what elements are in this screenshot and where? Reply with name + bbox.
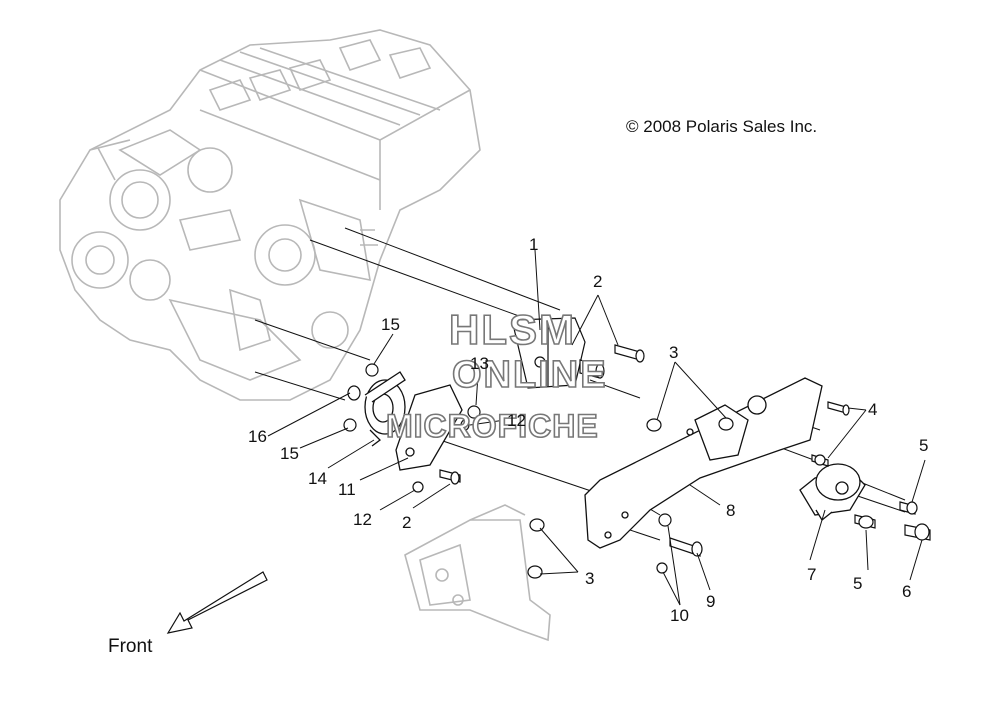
callout-5-bottom: 5	[853, 574, 863, 593]
callout-6: 6	[902, 582, 912, 601]
front-label: Front	[108, 636, 153, 657]
callout-8: 8	[726, 501, 736, 520]
engine-icon	[59, 29, 481, 401]
front-direction-arrow-icon	[166, 571, 268, 634]
callout-5-right: 5	[919, 436, 929, 455]
callout-12-right: 12	[507, 411, 526, 430]
callout-3-lower: 3	[585, 569, 595, 588]
callout-14: 14	[308, 469, 327, 488]
part-14-damper	[364, 371, 463, 471]
watermark-line-1: HLSM	[448, 305, 576, 354]
callout-10: 10	[670, 606, 689, 625]
callout-3-upper: 3	[669, 343, 679, 362]
part-1-bracket	[511, 317, 586, 389]
callout-12-bottom: 12	[353, 510, 372, 529]
callout-2-bottom: 2	[402, 513, 412, 532]
engine-bracket-icon	[404, 504, 551, 642]
callout-16: 16	[248, 427, 267, 446]
callout-4: 4	[868, 400, 878, 419]
callout-9: 9	[706, 592, 716, 611]
part-8-plate	[584, 377, 823, 549]
callout-13: 13	[470, 354, 489, 373]
callout-11: 11	[338, 480, 356, 499]
callout-7: 7	[807, 565, 817, 584]
part-7-mount	[799, 463, 866, 521]
callout-1: 1	[529, 235, 539, 254]
callout-leaders	[267, 249, 926, 606]
fasteners	[343, 344, 931, 579]
callout-2-top: 2	[593, 272, 603, 291]
watermark-line-2: ONLINE	[451, 353, 608, 397]
callout-15-top: 15	[381, 315, 400, 334]
watermark-line-3: MICROFICHE	[385, 407, 599, 445]
copyright-text: © 2008 Polaris Sales Inc.	[626, 117, 818, 136]
callout-15-left: 15	[280, 444, 299, 463]
